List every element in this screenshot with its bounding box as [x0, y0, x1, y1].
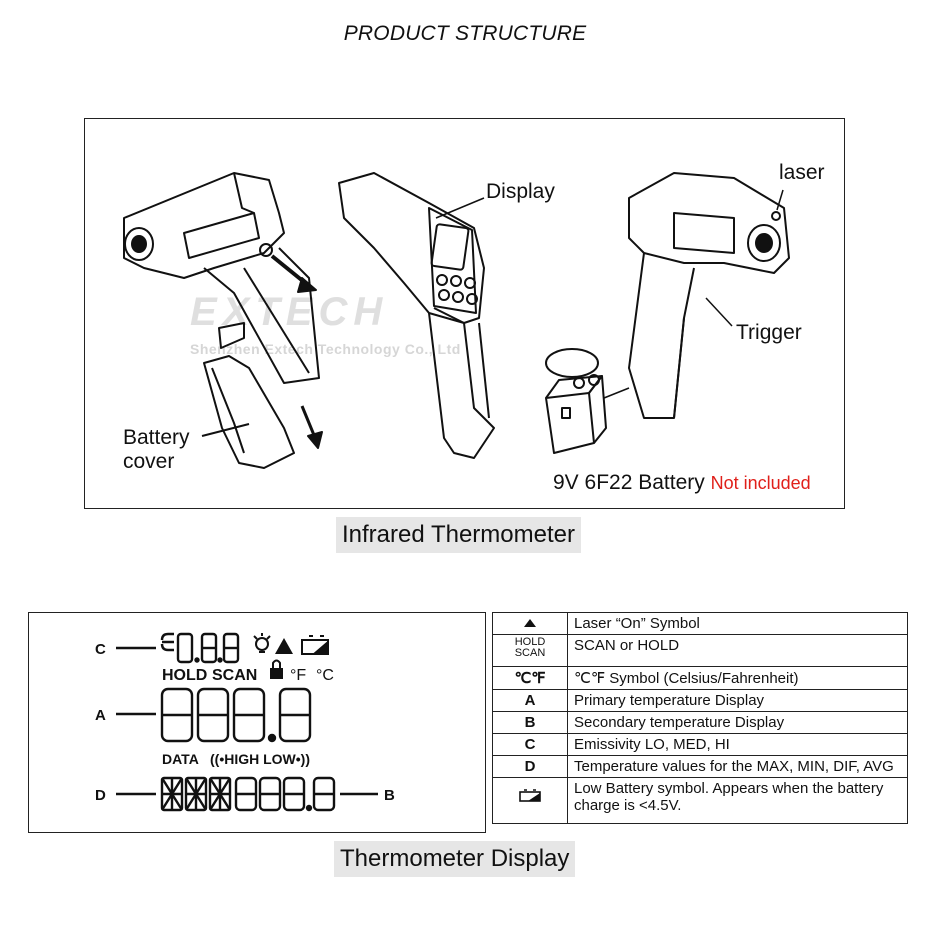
thermometer-front-view — [545, 172, 790, 454]
battery-label: 9V 6F22 Battery — [553, 471, 705, 494]
legend-symbol: A — [492, 689, 568, 712]
legend-symbol: ℃℉ — [492, 666, 568, 690]
lcd-unit-c: °C — [316, 667, 334, 684]
thermometer-back-view — [338, 172, 495, 459]
legend-symbol-text: HOLD — [514, 636, 546, 648]
lcd-label-c: C — [95, 641, 106, 658]
callout-trigger: Trigger — [736, 321, 802, 344]
legend-description: Low Battery symbol. Appears when the bat… — [567, 777, 908, 824]
product-structure-frame — [84, 118, 845, 509]
legend-row: ℃℉ ℃℉ Symbol (Celsius/Fahrenheit) — [492, 666, 908, 690]
legend-description: ℃℉ Symbol (Celsius/Fahrenheit) — [567, 666, 908, 690]
caption-thermometer-display: Thermometer Display — [334, 841, 576, 877]
lcd-data: DATA — [162, 751, 199, 767]
legend-symbol — [492, 612, 568, 635]
legend-row: A Primary temperature Display — [492, 689, 908, 712]
callout-battery-cover-line2: cover — [123, 450, 175, 473]
legend-description: Emissivity LO, MED, HI — [567, 733, 908, 756]
lcd-label-a: A — [95, 707, 106, 724]
legend-row: D Temperature values for the MAX, MIN, DI… — [492, 755, 908, 778]
callout-laser: laser — [779, 161, 825, 184]
legend-symbol-text: SCAN — [514, 647, 546, 659]
legend-row: C Emissivity LO, MED, HI — [492, 733, 908, 756]
legend-symbol-text: B — [524, 714, 536, 731]
legend-row: Laser “On” Symbol — [492, 612, 908, 635]
lcd-high-low: ((•HIGH LOW•)) — [210, 751, 310, 767]
thermometer-side-view — [123, 172, 323, 469]
lock-icon — [270, 659, 283, 679]
legend-row: B Secondary temperature Display — [492, 711, 908, 734]
legend-description: Temperature values for the MAX, MIN, DIF… — [567, 755, 908, 778]
legend-symbol-text: D — [524, 758, 536, 775]
backlight-icon — [253, 633, 271, 653]
legend-symbol: C — [492, 733, 568, 756]
lcd-label-d: D — [95, 787, 106, 804]
legend-symbol: B — [492, 711, 568, 734]
legend-description: Secondary temperature Display — [567, 711, 908, 734]
legend-row: Low Battery symbol. Appears when the bat… — [492, 777, 908, 824]
legend-symbol-text: ℃℉ — [514, 670, 546, 687]
lcd-scan: SCAN — [212, 667, 257, 684]
laser-warning-icon — [275, 638, 293, 654]
battery-icon — [519, 789, 541, 802]
legend-description: Laser “On” Symbol — [567, 612, 908, 635]
legend-symbol: D — [492, 755, 568, 778]
secondary-digits — [234, 776, 336, 812]
callout-display: Display — [486, 180, 555, 203]
watermark-company: Shenzhen Extech Technology Co., Ltd — [190, 341, 461, 357]
emissivity-digits — [160, 632, 240, 664]
battery-icon — [301, 635, 329, 655]
lcd-label-b: B — [384, 787, 395, 804]
callout-battery-cover: Battery cover — [123, 426, 190, 474]
callout-battery-cover-line1: Battery — [123, 426, 190, 449]
lcd-frame — [28, 612, 486, 833]
laser-symbol-icon — [524, 619, 536, 627]
lcd-display-diagram: C A D B HOLD SCAN °F °C DAT — [95, 632, 395, 812]
lcd-unit-f: °F — [290, 667, 306, 684]
primary-digits — [160, 687, 312, 743]
legend-description: SCAN or HOLD — [567, 634, 908, 667]
not-included-label: Not included — [710, 473, 811, 493]
legend-symbol-text: A — [524, 692, 536, 709]
thermometer-illustrations — [123, 172, 790, 469]
legend-symbol-text: C — [524, 736, 536, 753]
callout-battery: 9V 6F22 Battery Not included — [553, 471, 811, 495]
page-title: PRODUCT STRUCTURE — [343, 22, 587, 45]
mode-segment-digits — [160, 776, 232, 812]
legend-description: Primary temperature Display — [567, 689, 908, 712]
caption-infrared-thermometer: Infrared Thermometer — [336, 517, 581, 553]
lcd-hold: HOLD — [162, 667, 207, 684]
legend-symbol — [492, 777, 568, 824]
